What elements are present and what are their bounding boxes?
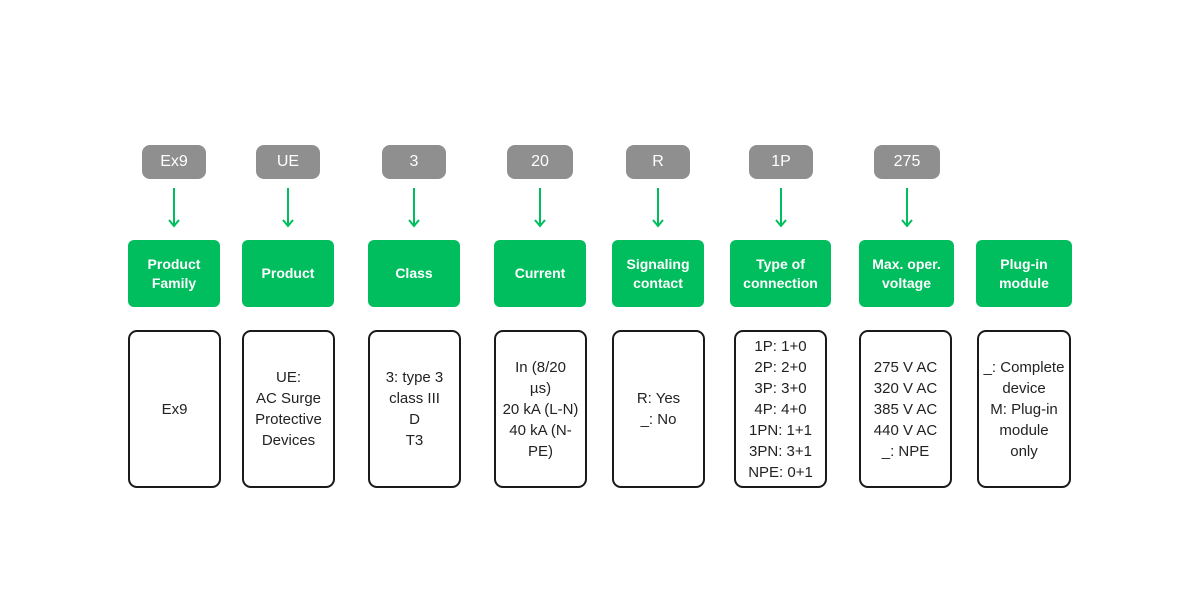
detail-box-class: 3: type 3 class III D T3 <box>368 330 461 488</box>
detail-line: T3 <box>405 432 424 449</box>
detail-line: In (8/20 <box>515 358 566 376</box>
detail-line: 3: type 3 <box>385 369 444 386</box>
detail-line: 20 kA (L-N) <box>502 400 579 418</box>
detail-line: Protective <box>255 411 322 428</box>
detail-line: 3PN: 3+1 <box>749 442 812 460</box>
down-arrow-icon <box>901 188 913 228</box>
detail-line: R: Yes <box>636 390 681 407</box>
down-arrow-icon <box>775 188 787 228</box>
detail-line: 320 V AC <box>873 379 938 397</box>
down-arrow-icon <box>534 188 546 228</box>
header-class: Class <box>368 240 460 307</box>
detail-line: device <box>1002 379 1046 397</box>
detail-line: Devices <box>261 432 316 449</box>
detail-line: UE: <box>275 369 301 386</box>
detail-box-type-of-connection: 1P: 1+0 2P: 2+0 3P: 3+0 4P: 4+0 1PN: 1+1… <box>734 330 827 488</box>
code-pill-type-of-connection: 1P <box>749 145 813 179</box>
detail-box-current: In (8/20 µs) 20 kA (L-N) 40 kA (N- PE) <box>494 330 587 488</box>
down-arrow-icon <box>168 188 180 228</box>
detail-line: 1P: 1+0 <box>754 337 807 355</box>
detail-box-product-family: Ex9 <box>128 330 221 488</box>
down-arrow-icon <box>652 188 664 228</box>
detail-line: D <box>409 411 420 428</box>
header-signaling-contact: Signaling contact <box>612 240 704 307</box>
code-pill-current: 20 <box>507 145 573 179</box>
detail-line: NPE: 0+1 <box>748 463 813 481</box>
detail-line: 4P: 4+0 <box>754 400 807 418</box>
detail-box-max-oper-voltage: 275 V AC 320 V AC 385 V AC 440 V AC _: N… <box>859 330 952 488</box>
detail-line: 440 V AC <box>873 421 938 439</box>
detail-line: 2P: 2+0 <box>754 358 807 376</box>
detail-line: µs) <box>529 379 552 397</box>
header-plug-in-module: Plug-in module <box>976 240 1072 307</box>
detail-box-plug-in-module: _: Complete device M: Plug-in module onl… <box>977 330 1071 488</box>
header-product: Product <box>242 240 334 307</box>
down-arrow-icon <box>408 188 420 228</box>
header-type-of-connection: Type of connection <box>730 240 831 307</box>
code-pill-class: 3 <box>382 145 446 179</box>
detail-line: 40 kA (N- <box>509 421 572 439</box>
down-arrow-icon <box>282 188 294 228</box>
code-pill-max-oper-voltage: 275 <box>874 145 940 179</box>
detail-line: 385 V AC <box>873 400 938 418</box>
header-current: Current <box>494 240 586 307</box>
detail-line: PE) <box>527 442 553 460</box>
detail-line: _: NPE <box>881 442 930 460</box>
header-product-family: Product Family <box>128 240 220 307</box>
detail-line: only <box>1010 442 1038 460</box>
detail-line: _: Complete <box>983 358 1065 376</box>
detail-line: _: No <box>640 411 677 428</box>
detail-line: module <box>999 421 1049 439</box>
detail-line: class III <box>389 390 440 407</box>
detail-line: 1PN: 1+1 <box>749 421 812 439</box>
code-pill-product-family: Ex9 <box>142 145 206 179</box>
detail-line: Ex9 <box>161 400 188 418</box>
detail-line: 3P: 3+0 <box>754 379 807 397</box>
code-pill-signaling-contact: R <box>626 145 690 179</box>
code-pill-product: UE <box>256 145 320 179</box>
detail-box-signaling-contact: R: Yes _: No <box>612 330 705 488</box>
header-max-oper-voltage: Max. oper. voltage <box>859 240 954 307</box>
detail-line: M: Plug-in <box>990 400 1058 418</box>
detail-line: 275 V AC <box>873 358 938 376</box>
detail-box-product: UE: AC Surge Protective Devices <box>242 330 335 488</box>
detail-line: AC Surge <box>255 390 322 407</box>
